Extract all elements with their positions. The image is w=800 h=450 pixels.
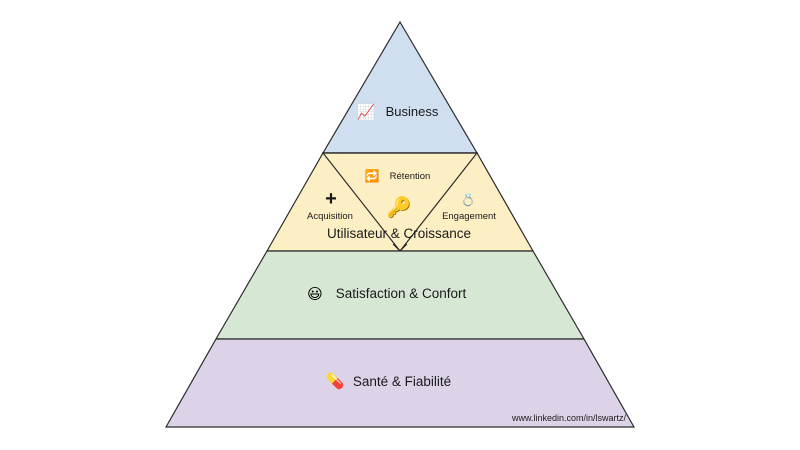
smiley-icon: 😃 xyxy=(307,285,323,303)
business-icon: 📈 xyxy=(357,103,376,121)
retention-label: Rétention xyxy=(390,171,431,182)
credit-link[interactable]: www.linkedin.com/in/lswartz/ xyxy=(511,413,627,423)
retention-segment xyxy=(321,152,479,252)
pill-icon: 💊 xyxy=(326,371,345,390)
satisfaction-label: Satisfaction & Confort xyxy=(336,286,467,301)
business-label: Business xyxy=(386,104,439,119)
engagement-label: Engagement xyxy=(442,211,496,222)
ring-icon: 💍 xyxy=(461,193,476,207)
repeat-icon: 🔁 xyxy=(365,169,380,183)
health-label: Santé & Fiabilité xyxy=(353,374,451,389)
health-tier xyxy=(164,338,636,428)
business-tier xyxy=(321,20,479,154)
user-growth-label: Utilisateur & Croissance xyxy=(327,226,471,241)
key-icon: 🔑 xyxy=(387,195,412,219)
acquisition-label: Acquisition xyxy=(307,211,353,222)
plus-icon: + xyxy=(325,188,337,210)
